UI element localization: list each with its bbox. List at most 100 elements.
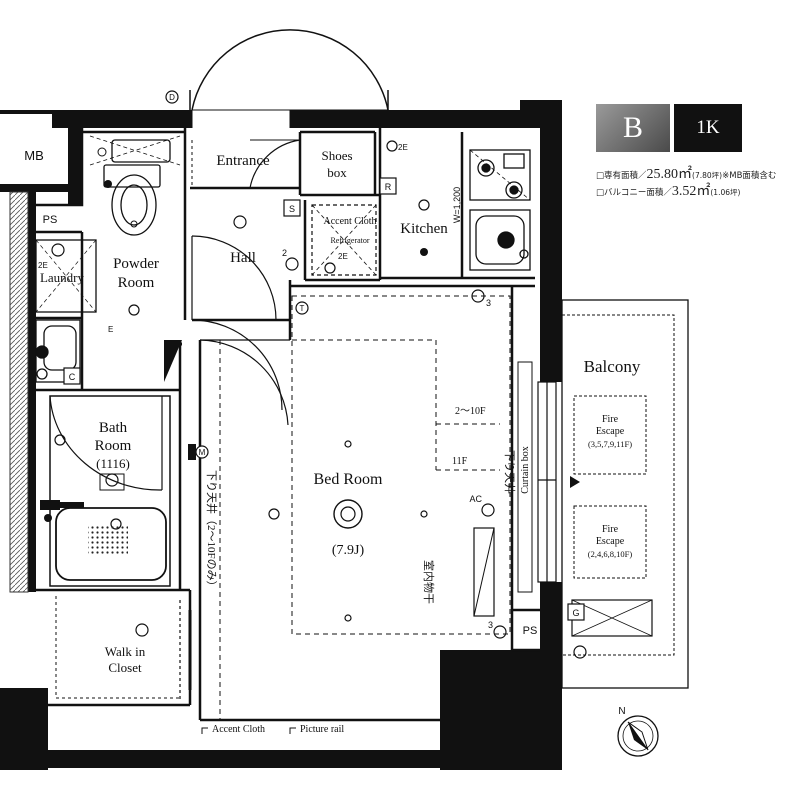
accent-cloth-label: Accent Cloth [323,216,376,227]
kitchen-label: Kitchen [400,221,448,237]
balcony-label: Balcony [584,357,641,376]
shoes-box-label-1: Shoes [321,148,352,163]
light-powder-upper [130,220,138,228]
curtain-box-label: Curtain box [520,446,531,494]
fire-escape-a-3: (3,5,7,9,11F) [588,439,632,449]
legend-picture-rail: Picture rail [300,724,344,735]
ceiling-drop-right: 下り天井 [503,450,517,494]
hall-label: Hall [230,250,256,266]
mb-label: MB [24,148,44,163]
floor-area-value: 25.80㎡ [646,167,693,182]
ceiling-drop-left: 下り天井（2～10Fのみ） [205,470,219,592]
bath-room-label-1: Bath [99,420,128,436]
refrigerator-space [311,204,377,276]
hall-door-swing [191,319,283,411]
hall-light [233,215,247,229]
bed-room-label: Bed Room [314,471,383,488]
s-box [283,199,301,217]
ac-outlet [481,503,495,517]
unit-layout-badge: 1K [674,104,742,152]
door-symbol-label: D [169,93,175,102]
bottom-legend [201,727,296,734]
powder-e-label: E [108,325,113,334]
stove [469,149,531,201]
fire-escape-a [573,395,647,475]
fire-escape-a-2: Escape [596,426,625,437]
floor-area-label: □専有面積／ [596,171,647,181]
bath-door-swing [49,395,163,491]
structural-walls [0,100,562,770]
shoes-box-label-2: box [327,165,347,180]
r-box-label: R [385,182,392,192]
hall-number-2: 2 [282,248,287,258]
balcony-area-tsubo: (1.06坪) [710,188,741,197]
c-box [63,367,81,385]
bedroom-outlet-top [471,289,485,303]
powder-sliding-door [164,340,182,382]
balcony-area-label: □バルコニー面積／ [596,188,672,198]
laundry-2e: 2E [38,261,48,270]
walk-in-label-2: Closet [108,660,142,675]
bedroom-ceiling-outline [291,295,511,635]
bedroom-ceiling-light [333,499,363,529]
legend-accent-cloth: Accent Cloth [212,724,265,735]
floor-2-10-label: 2～10F [455,406,486,417]
light-powder [128,304,140,316]
floor-area-tsubo: (7.80坪) [692,171,723,180]
refrigerator-label: Refrigerator [330,236,369,245]
fridge-2e: 2E [338,252,348,261]
indoor-drying-label: 室内物干 [422,560,436,604]
indoor-drying-rail [473,527,495,617]
floor-area-note: ※MB面積含む [722,171,777,181]
washbasin [35,319,81,383]
m-symbol-label: M [199,448,206,457]
t-symbol-label: T [300,304,305,313]
number-3-bottom: 3 [488,620,493,630]
fire-escape-b-1: Fire [602,524,619,535]
number-3-top: 3 [486,298,491,308]
hall-switch [285,257,299,271]
c-box-label: C [69,372,76,382]
floor-area-line: □専有面積／25.80㎡(7.80坪)※MB面積含む [596,163,776,183]
s-box-label: S [289,204,295,214]
curtain-box [517,361,533,593]
door-symbol [165,90,179,104]
toilet [89,135,181,236]
north-label: N [618,706,625,717]
entrance-label: Entrance [216,153,270,169]
floor-11-label: 11F [452,456,468,467]
laundry-label: Laundry [40,270,85,285]
r-box [379,177,397,195]
outlet-powder-2 [104,180,112,188]
closet-light [135,623,149,637]
north-arrow-icon [617,715,659,757]
walk-in-label-1: Walk in [105,644,146,659]
bath-room-label-2: Room [95,438,132,454]
kitchen-width-label: W=1,200 [452,187,462,223]
balcony-area-line: □バルコニー面積／3.52㎡(1.06坪) [596,180,740,200]
t-symbol [295,301,309,315]
kitchen-sink [469,209,531,271]
ps-left-label: PS [43,214,58,226]
hall-upper-door-swing [191,235,277,321]
bedroom-door-swing [199,339,289,426]
outlet-powder [97,147,107,157]
left-wall-hatch [9,191,29,593]
g-box [567,603,585,621]
ps-right-label: PS [523,625,538,637]
laundry-faucet [51,243,65,257]
bath-size-label: (1116) [96,456,130,471]
bath-unit [49,395,171,587]
kitchen-2e: 2E [398,143,408,152]
kitchen-light [418,199,430,211]
fire-escape-b-3: (2,4,6,8,10F) [588,549,633,559]
shower-faucet [40,500,84,522]
fire-escape-b [573,505,647,579]
g-box-label: G [572,608,579,618]
balcony-window [537,381,557,583]
tub-drain-mat [88,524,128,554]
balcony-entry-arrow [570,476,580,488]
powder-room-label-1: Powder [113,256,159,272]
balcony-area-value: 3.52㎡ [671,184,711,199]
